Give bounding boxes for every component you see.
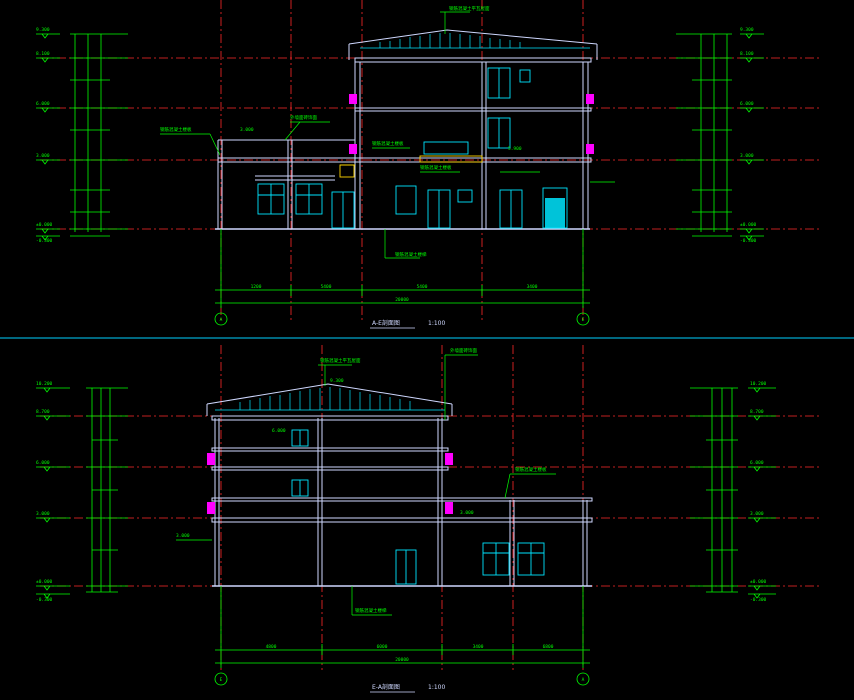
- dimension-total: 20000: [395, 297, 409, 303]
- callout-label: 3.000: [176, 533, 190, 539]
- left-dimension-stack: [36, 387, 128, 599]
- callout-label: 钢筋混凝土平瓦屋面: [449, 5, 490, 12]
- level-label: 8.700: [750, 409, 764, 415]
- column-markers: [207, 453, 453, 514]
- right-dimension-stack: [690, 387, 776, 599]
- axis-bubble-e: E: [576, 312, 590, 326]
- level-label: ±0.000: [36, 222, 53, 228]
- axis-label: A: [582, 677, 585, 683]
- callout-label: 3.000: [460, 510, 474, 516]
- callout-label: 3.000: [240, 127, 254, 133]
- stair: [339, 155, 483, 178]
- axis-label: A: [220, 317, 223, 323]
- grid-axes-vertical: [220, 345, 584, 670]
- level-label: ±0.000: [36, 579, 53, 585]
- callout-texts: 钢筋混凝土平瓦屋面 外墙面砖饰面 钢筋混凝土楼板 钢筋混凝土楼梯 3.000 6…: [176, 347, 547, 614]
- window: [457, 189, 473, 203]
- drawing-title: E-A剖面图: [372, 683, 400, 691]
- callout-leaders: [176, 354, 556, 616]
- bottom-dimensions: [215, 586, 590, 668]
- callout-label: 5.900: [508, 146, 522, 152]
- roof-tiles: [215, 387, 445, 411]
- level-label: 10.200: [750, 381, 767, 387]
- roof-tiles: [360, 33, 590, 49]
- left-dimension-stack: [36, 33, 128, 241]
- level-label: 10.200: [36, 381, 53, 387]
- dimension-label: 3400: [473, 644, 484, 650]
- callout-label: 9.300: [330, 378, 344, 384]
- section-1-title: A-E剖面图 1:100: [370, 319, 445, 329]
- drawing-scale: 1:100: [428, 684, 445, 691]
- section-1: 9.300 8.100 6.000 3.000 ±0.000 -0.300 9.…: [36, 0, 820, 329]
- callout-label: 外墙面砖饰面: [290, 114, 317, 121]
- bottom-dimensions: [215, 229, 590, 308]
- axis-bubble-e: E: [214, 672, 228, 686]
- level-labels: 10.200 8.700 6.000 3.000 ±0.000 -0.300 1…: [36, 381, 767, 603]
- dimension-total: 20000: [395, 657, 409, 663]
- section-2-title: E-A剖面图 1:100: [370, 683, 445, 693]
- dimension-label: 6000: [377, 644, 388, 650]
- opening: [423, 141, 469, 155]
- level-label: 6.000: [740, 101, 754, 107]
- level-label: 9.300: [36, 27, 50, 33]
- level-label: ±0.000: [750, 579, 767, 585]
- bottom-dimension-labels: 4800 6000 3400 6800 20000: [266, 644, 554, 663]
- right-dimension-stack: [676, 33, 764, 241]
- callout-label: 钢筋混凝土楼梯: [395, 251, 427, 258]
- level-label: ±0.000: [740, 222, 757, 228]
- windows: [291, 429, 545, 585]
- dimension-label: 5400: [417, 284, 428, 290]
- level-label: 8.100: [740, 51, 754, 57]
- dimension-label: 3400: [527, 284, 538, 290]
- level-labels: 9.300 8.100 6.000 3.000 ±0.000 -0.300 9.…: [36, 27, 757, 244]
- callout-label: 钢筋混凝土楼板: [160, 126, 192, 133]
- level-label: 3.000: [750, 511, 764, 517]
- callout-label: 钢筋混凝土楼板: [420, 164, 452, 171]
- column-markers: [349, 94, 594, 154]
- drawing-title: A-E剖面图: [372, 319, 400, 327]
- dimension-label: 5400: [321, 284, 332, 290]
- callout-label: 外墙面砖饰面: [450, 347, 477, 354]
- dimension-label: 4800: [266, 644, 277, 650]
- section-2: 10.200 8.700 6.000 3.000 ±0.000 -0.300 1…: [36, 345, 820, 693]
- level-label: 9.300: [740, 27, 754, 33]
- axis-bubble-a: A: [214, 312, 228, 326]
- axis-bubble-a: A: [576, 672, 590, 686]
- level-label: -0.300: [750, 597, 767, 603]
- level-label: 6.000: [36, 101, 50, 107]
- bottom-dimension-labels: 1200 5400 5400 3400 20000: [251, 284, 538, 303]
- window: [519, 69, 531, 83]
- axis-label: E: [220, 677, 223, 683]
- dimension-label: 1200: [251, 284, 262, 290]
- level-label: -0.300: [36, 238, 53, 244]
- level-label: 3.000: [36, 511, 50, 517]
- axis-label: E: [582, 317, 585, 323]
- level-label: 8.700: [36, 409, 50, 415]
- level-label: -0.300: [740, 238, 757, 244]
- level-label: 3.000: [36, 153, 50, 159]
- callout-label: 钢筋混凝土平瓦屋面: [320, 357, 361, 364]
- window: [395, 185, 417, 215]
- callout-leaders: [160, 11, 615, 259]
- level-label: -0.300: [36, 597, 53, 603]
- callout-label: 6.000: [272, 428, 286, 434]
- windows: [257, 67, 568, 229]
- drawing-scale: 1:100: [428, 320, 445, 327]
- callout-label: 钢筋混凝土楼梯: [355, 607, 387, 614]
- level-label: 3.000: [740, 153, 754, 159]
- callout-label: 钢筋混凝土楼板: [372, 140, 404, 147]
- level-label: 6.000: [36, 460, 50, 466]
- callout-texts: 钢筋混凝土平瓦屋面 外墙面砖饰面 钢筋混凝土楼板 钢筋混凝土楼板 钢筋混凝土楼板…: [160, 5, 522, 258]
- dimension-label: 6800: [543, 644, 554, 650]
- level-label: 6.000: [750, 460, 764, 466]
- callout-label: 钢筋混凝土楼板: [515, 466, 547, 473]
- level-label: 8.100: [36, 51, 50, 57]
- door-fill: [545, 198, 565, 228]
